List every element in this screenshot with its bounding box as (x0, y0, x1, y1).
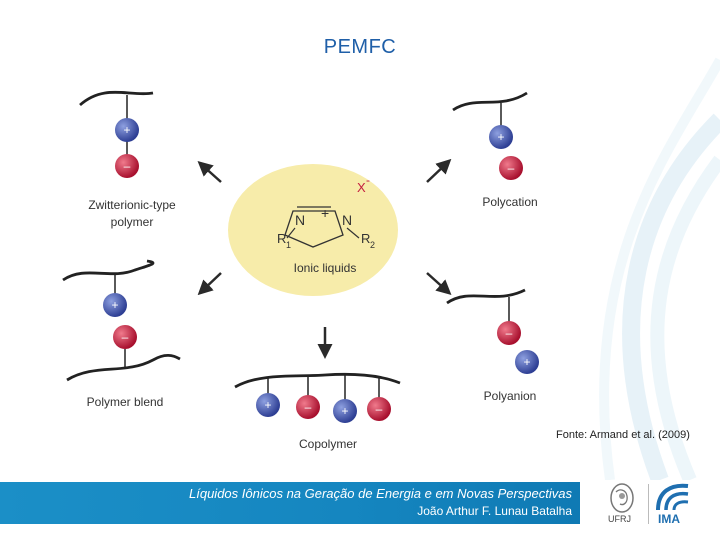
polyanion-anion-bead (497, 321, 521, 345)
r1-subscript: 1 (286, 240, 291, 250)
copolymer-anion-bead-1 (296, 395, 320, 419)
nitrogen-2-label: N (342, 212, 352, 228)
polycation-backbone (452, 91, 528, 112)
polymer-blend-cation-sign: + (111, 298, 118, 312)
ionic-liquid-ellipse (228, 164, 398, 296)
polycation-anion-bead (499, 156, 523, 180)
footer-author: João Arthur F. Lunau Batalha (417, 504, 572, 518)
r2-bond (346, 227, 360, 239)
r2-label: R (361, 231, 370, 246)
ring-charge: + (321, 205, 329, 221)
ionic-liquids-label: Ionic liquids (294, 261, 357, 275)
polycation-anion-sign: – (508, 161, 515, 175)
zwitterionic-anion-bead (115, 154, 139, 178)
polymer-blend-anion-bead (113, 325, 137, 349)
polycation-cation-sign: + (497, 130, 504, 144)
zwitterionic-anion-sign: – (124, 159, 131, 173)
polyanion-cation-sign: + (523, 355, 530, 369)
r1-label: R (277, 231, 286, 246)
zwitterionic-label-line1: Zwitterionic-type (88, 198, 176, 212)
ima-logo-icon (656, 483, 689, 511)
zwitterionic-cation-sign: + (123, 123, 130, 137)
arrow-to-zwitterionic (197, 160, 222, 183)
polyanion-cation-bead (515, 350, 539, 374)
copolymer-cation-bead-1 (256, 393, 280, 417)
zwitterionic-polymer: + – Zwitterionic-type polymer (79, 90, 176, 229)
copolymer-anion-sign-2: – (376, 402, 383, 416)
nitrogen-1-label: N (295, 212, 305, 228)
ufrj-logo-icon (610, 483, 634, 513)
ima-logo-label: IMA (658, 512, 680, 526)
polymer-blend-anion-sign: – (122, 330, 129, 344)
copolymer-backbone (234, 372, 401, 389)
copolymer-label: Copolymer (299, 437, 357, 451)
ufrj-logo-label: UFRJ (608, 514, 631, 524)
zwitterionic-cation-bead (115, 118, 139, 142)
ionic-liquid-center: X - + N N R 1 R 2 Ionic liquids (228, 164, 398, 296)
copolymer: + – + – Copolymer (234, 372, 401, 451)
copolymer-anion-bead-2 (367, 397, 391, 421)
polycation: + – Polycation (452, 91, 538, 209)
polymer-blend-cation-bead (103, 293, 127, 317)
footer-title-bar: Líquidos Iônicos na Geração de Energia e… (0, 482, 580, 524)
polymer-blend: + – Polymer blend (62, 259, 181, 409)
polycation-label: Polycation (482, 195, 537, 209)
slide-footer: Líquidos Iônicos na Geração de Energia e… (0, 482, 720, 540)
polymer-blend-backbone-top (62, 259, 155, 282)
polymer-blend-backbone-bottom (66, 353, 181, 382)
polyanion-anion-sign: – (506, 326, 513, 340)
background-swoosh (599, 57, 720, 480)
copolymer-anion-sign-1: – (305, 400, 312, 414)
arrow-to-polycation (426, 158, 452, 183)
polyanion: – + Polyanion (446, 288, 539, 403)
figure-source-citation: Fonte: Armand et al. (2009) (556, 429, 690, 441)
ionic-liquid-polymer-diagram: X - + N N R 1 R 2 Ionic liquids + – Zwit… (62, 90, 539, 451)
slide-title: PEMFC (323, 36, 397, 58)
r1-bond (286, 227, 296, 239)
polyanion-label: Polyanion (484, 389, 537, 403)
imidazolium-ring (284, 210, 344, 248)
anion-x-label: X (357, 180, 366, 195)
r2-subscript: 2 (370, 240, 375, 250)
footer-presentation-title: Líquidos Iônicos na Geração de Energia e… (189, 486, 572, 501)
logo-separator (648, 484, 649, 524)
copolymer-cation-sign-2: + (341, 404, 348, 418)
anion-charge: - (366, 173, 370, 187)
polycation-cation-bead (489, 125, 513, 149)
zwitterionic-backbone (79, 90, 154, 107)
copolymer-cation-sign-1: + (264, 398, 271, 412)
polymer-blend-label: Polymer blend (87, 395, 164, 409)
polyanion-backbone (446, 288, 526, 305)
copolymer-cation-bead-2 (333, 399, 357, 423)
arrow-to-polyanion (426, 272, 452, 296)
zwitterionic-label-line2: polymer (111, 215, 154, 229)
arrow-to-polymer-blend (197, 272, 222, 296)
